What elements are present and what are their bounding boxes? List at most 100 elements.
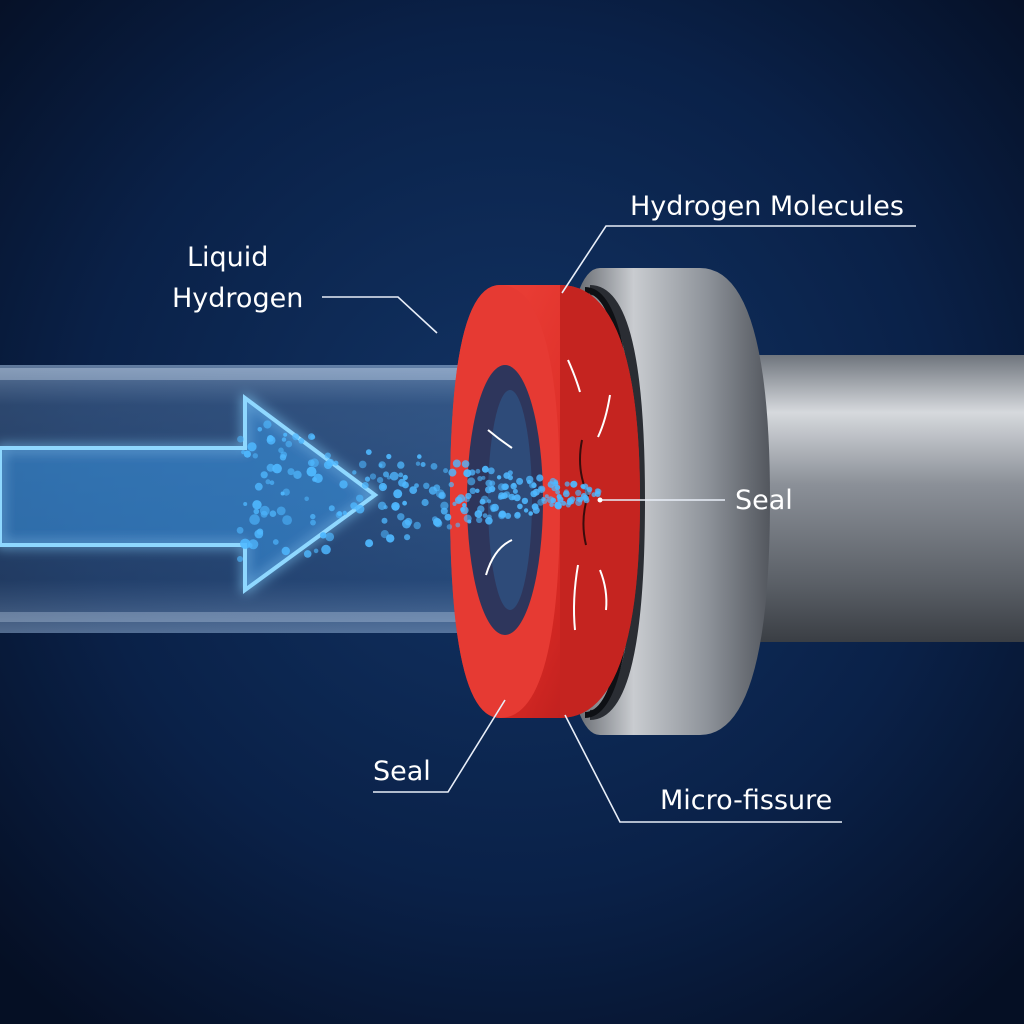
hydrogen-molecule [526,479,532,485]
hydrogen-molecule [292,433,300,441]
hydrogen-molecule [310,519,316,526]
hydrogen-molecule [236,526,244,534]
hydrogen-molecule [555,489,560,495]
hydrogen-molecule [237,435,244,443]
hydrogen-molecule [541,496,546,502]
hydrogen-molecule [254,482,263,491]
hydrogen-molecule [260,471,268,479]
hydrogen-molecule [504,512,512,520]
hydrogen-molecule [502,483,509,491]
hydrogen-molecule [282,515,292,525]
hydrogen-molecule [529,481,537,489]
hydrogen-molecule [467,477,476,486]
hydrogen-molecule [278,447,284,454]
hydrogen-molecule [455,522,461,528]
hydrogen-molecule [498,492,505,499]
hydrogen-molecule [389,471,399,481]
hydrogen-molecule [413,521,421,530]
hydrogen-molecule [365,449,372,455]
label-hydrogen: Hydrogen [172,283,303,314]
leader-seal-bottom [373,699,506,793]
hydrogen-molecule [252,500,262,510]
hydrogen-molecule [549,502,554,508]
hydrogen-molecule [475,488,480,493]
hydrogen-molecule [306,466,317,477]
hydrogen-molecule [391,502,400,511]
hydrogen-molecule [488,485,496,493]
hydrogen-molecule [240,538,251,549]
hydrogen-molecule [594,488,601,495]
hydrogen-molecule [272,539,279,545]
hydrogen-molecule [287,468,295,476]
hydrogen-molecule [257,427,263,432]
leader-hydrogen-molecules [561,225,916,294]
hydrogen-molecule [324,452,331,459]
hydrogen-molecule [503,472,511,479]
hydrogen-molecule [498,511,506,520]
hydrogen-molecule [564,481,570,487]
hydrogen-molecule [414,483,419,488]
hydrogen-molecule [474,510,483,518]
hydrogen-molecule [523,508,529,513]
hydrogen-molecule [514,512,521,519]
hydrogen-molecule [321,544,331,555]
hydrogen-molecule [415,461,421,466]
label-seal-right: Seal [735,485,793,516]
hydrogen-molecule [398,472,404,478]
hydrogen-molecule [547,481,555,488]
hydrogen-molecule [452,459,461,468]
hydrogen-molecule [476,516,483,524]
hydrogen-molecule [342,510,347,516]
hydrogen-molecule [528,511,533,516]
micro-fissure-crack [579,439,590,546]
hydrogen-molecule [421,498,429,507]
hydrogen-molecule [531,503,539,511]
hydrogen-molecule [259,505,270,516]
hydrogen-molecule [496,475,502,480]
hydrogen-molecule [247,442,257,452]
hydrogen-molecule [253,508,260,515]
hydrogen-molecule [402,519,411,529]
hydrogen-molecule [481,465,489,473]
leader-micro-fissure [564,714,842,823]
hydrogen-molecule [553,479,559,485]
hydrogen-molecule [430,463,438,470]
hydrogen-molecule [567,497,574,504]
hydrogen-molecule [265,479,271,485]
hydrogen-molecule [377,477,384,484]
hydrogen-molecule [328,505,335,512]
hydrogen-molecule [475,468,481,474]
hydrogen-molecule [510,483,517,490]
hydrogen-molecule [320,532,327,539]
hydrogen-molecule [378,482,387,492]
hydrogen-molecule [420,462,426,467]
hydrogen-molecules [236,420,602,562]
hydrogen-molecule [482,513,488,518]
hydrogen-molecule [402,500,407,506]
hydrogen-molecule [307,459,315,467]
hydrogen-molecule [402,474,408,480]
hydrogen-molecule [433,518,442,527]
hydrogen-molecule [563,489,569,495]
hydrogen-molecule [446,524,453,530]
hydrogen-molecule [463,514,472,523]
hydrogen-molecule [517,503,523,510]
hydrogen-molecule [361,482,369,489]
hydrogen-molecule [386,453,392,460]
label-hydrogen-molecules: Hydrogen Molecules [630,191,904,222]
flow-arrow [0,394,379,594]
hydrogen-molecule [570,480,577,488]
hydrogen-molecule [461,460,470,468]
hydrogen-molecule [267,435,274,442]
hydrogen-molecule [313,548,319,554]
hydrogen-molecule [521,497,529,505]
hydrogen-molecule [577,496,583,503]
hydrogen-molecule [333,460,339,466]
hydrogen-molecule [512,488,518,494]
hydrogen-molecule [477,476,483,482]
hydrogen-molecule [490,506,496,513]
hydrogen-molecule [350,502,358,510]
hydrogen-molecule [481,475,486,480]
